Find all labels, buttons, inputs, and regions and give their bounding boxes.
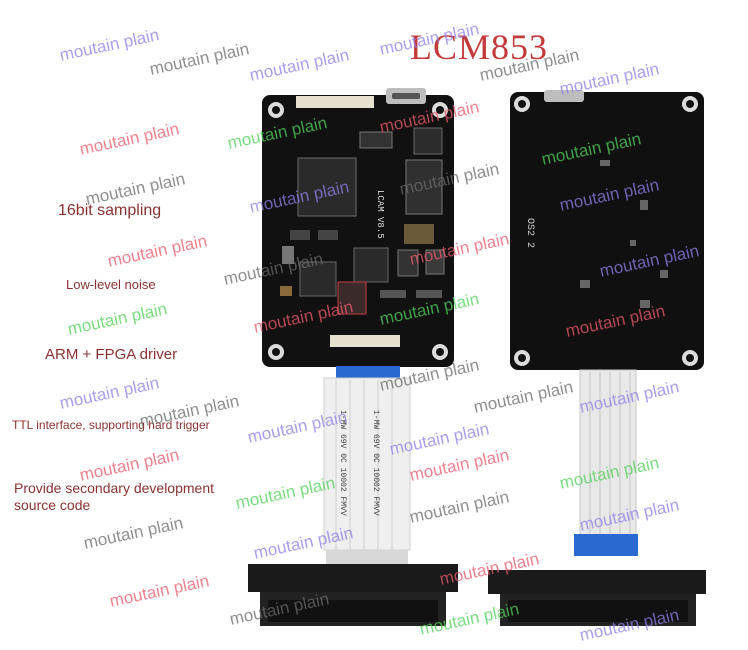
- front-cable-text-right: 1-MW 69V 0C 10002 FMVV: [371, 410, 380, 516]
- feature-arm-fpga: ARM + FPGA driver: [45, 346, 178, 363]
- feature-low-noise: Low-level noise: [66, 277, 156, 292]
- feature-source-code-line1: Provide secondary development: [14, 480, 215, 496]
- front-cable-text-left: 1-MW 69V 0C 10002 FMVV: [338, 410, 347, 516]
- back-board: OS2 2: [510, 90, 704, 370]
- feature-16bit-sampling: 16bit sampling: [58, 202, 162, 219]
- front-cable: 1-MW 69V 0C 10002 FMVV 1-MW 69V 0C 10002…: [323, 377, 411, 564]
- back-adapter-board: [488, 570, 706, 626]
- feature-source-code: Provide secondary development source cod…: [14, 480, 254, 514]
- front-silkscreen-label: LCAM V8.5: [375, 190, 385, 239]
- feature-source-code-line2: source code: [14, 497, 91, 513]
- back-silkscreen-label: OS2 2: [524, 218, 535, 248]
- product-title: LCM853: [410, 27, 549, 67]
- back-cable: [574, 369, 638, 556]
- feature-ttl-interface: TTL interface, supporting hard trigger: [12, 418, 210, 432]
- front-adapter-board: [248, 564, 458, 626]
- front-board: LCAM V8.5: [262, 88, 454, 378]
